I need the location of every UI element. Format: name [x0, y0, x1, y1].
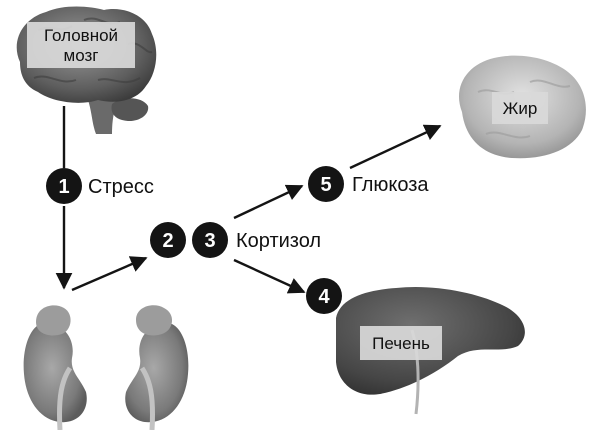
- arrow-cortisol-to-liver: [233, 258, 306, 294]
- brain-label-line2: мозг: [64, 46, 99, 65]
- brain-stem: [88, 100, 118, 134]
- kidney-right: [125, 323, 189, 423]
- brain-label-line1: Головной: [44, 26, 118, 45]
- step-4-number: 4: [318, 286, 330, 308]
- step-3-label: Кортизол: [236, 230, 321, 252]
- liver-label-box: [360, 326, 442, 360]
- step-5: 5 Глюкоза: [308, 166, 429, 202]
- step-4-badge: [306, 278, 342, 314]
- liver-illustration: Печень: [336, 286, 525, 415]
- brain-illustration: Головной мозг: [16, 6, 157, 134]
- step-5-badge: [308, 166, 344, 202]
- step-1-label: Стресс: [88, 176, 154, 198]
- step-1-badge: [46, 168, 82, 204]
- flow-arrows: [55, 106, 442, 294]
- step-2-number: 2: [162, 230, 173, 252]
- arrow-cortisol-to-step5: [233, 184, 304, 220]
- step-3-badge: [192, 222, 228, 258]
- brain-cerebellum: [111, 98, 149, 122]
- kidney-left: [23, 323, 87, 423]
- adrenal-right: [136, 305, 173, 336]
- adrenal-left: [36, 305, 71, 336]
- kidneys-illustration: [23, 305, 189, 430]
- arrow-step5-to-fat: [349, 124, 442, 170]
- step-2-badge: [150, 222, 186, 258]
- brain-label-box: [27, 22, 135, 68]
- step-1: 1 Стресс: [46, 168, 154, 204]
- step-4: 4: [306, 278, 342, 314]
- step-5-number: 5: [320, 174, 331, 196]
- step-2: 2: [150, 222, 186, 258]
- step-5-label: Глюкоза: [352, 174, 429, 196]
- fat-label-box: [492, 92, 548, 124]
- step-3: 3 Кортизол: [192, 222, 321, 258]
- step-1-number: 1: [58, 176, 69, 198]
- fat-illustration: Жир: [458, 55, 586, 159]
- arrow-kidneys-to-step2: [71, 256, 148, 292]
- step-3-number: 3: [204, 230, 215, 252]
- liver-label: Печень: [372, 334, 430, 353]
- fat-label: Жир: [503, 99, 538, 118]
